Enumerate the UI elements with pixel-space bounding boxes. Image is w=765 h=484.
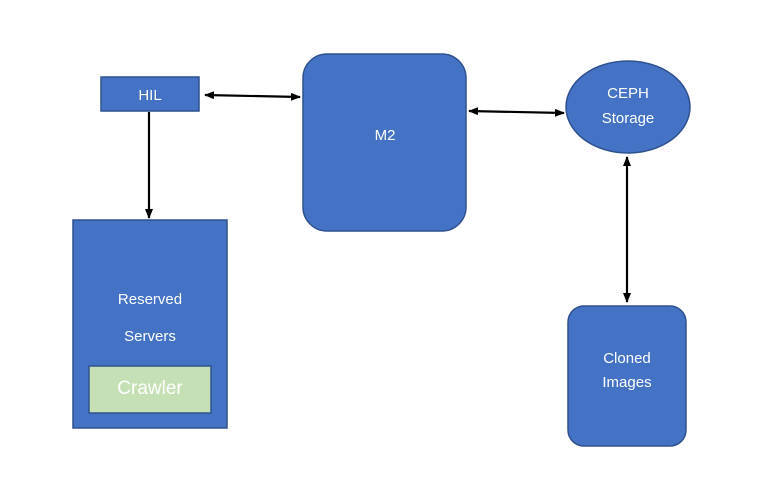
crawler-box: Crawler (88, 365, 212, 414)
m2-node: M2 (302, 53, 467, 232)
ceph-label-line1: CEPH (607, 85, 649, 102)
cloned-images-node: Cloned Images (567, 305, 687, 447)
reserved-servers-label-line2: Servers (124, 328, 176, 345)
crawler-label: Crawler (117, 378, 183, 399)
connector-hil-m2 (204, 91, 301, 101)
cloned-images-label-line1: Cloned (603, 350, 651, 367)
ceph-label-line2: Storage (602, 110, 655, 127)
reserved-servers-label-line1: Reserved (118, 291, 182, 308)
ceph-storage-node: CEPH Storage (565, 60, 691, 154)
hil-label: HIL (138, 87, 161, 104)
hil-node: HIL (100, 76, 200, 112)
connector-m2-ceph (468, 107, 565, 117)
cloned-images-label-line2: Images (602, 374, 651, 391)
m2-label: M2 (375, 127, 396, 144)
